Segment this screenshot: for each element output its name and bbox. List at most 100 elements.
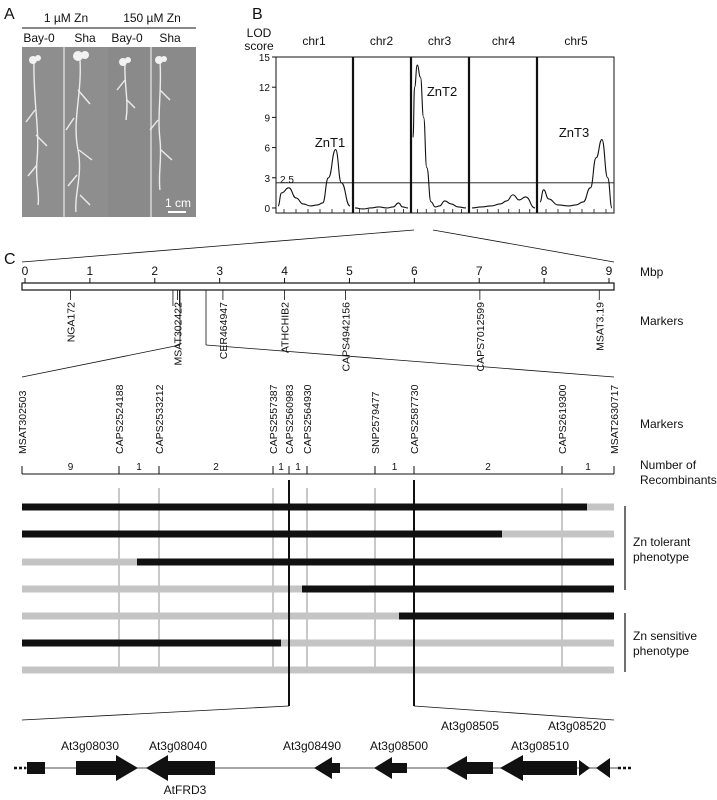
gene-arrow-right <box>579 760 590 776</box>
genotype-bars <box>22 488 614 674</box>
qtl-label-znt2: ZnT2 <box>427 84 457 99</box>
genotype-bar-segment <box>22 503 587 511</box>
mbp-unit-label: Mbp <box>640 265 664 279</box>
genotype-bar-segment <box>22 639 281 647</box>
fine-marker-label: CAPS2619300 <box>557 384 569 454</box>
recombinant-count: 1 <box>295 462 301 473</box>
genotype-label-1: Bay-0 <box>23 31 55 45</box>
genotype-bar-segment <box>502 530 614 538</box>
fine-marker-label: CAPS2557387 <box>268 384 280 454</box>
lod-curve-chr5 <box>539 138 613 209</box>
markers-label-2: Markers <box>640 417 683 431</box>
genotype-bar-segment <box>22 585 302 593</box>
sensitive-label-line2: phenotype <box>633 644 689 658</box>
gene-model <box>14 755 632 781</box>
chromosome-label: chr3 <box>428 34 452 48</box>
chromosome-label: chr2 <box>370 34 394 48</box>
sensitive-label-line1: Zn sensitive <box>633 629 697 643</box>
coarse-markers: NGA172 MSAT302422 CER464947 ATHCHIB2 CAPS494… <box>65 290 606 371</box>
coarse-marker-label: NGA172 <box>65 302 77 342</box>
fine-marker-label: CAPS2560983 <box>284 384 296 454</box>
lod-curve-chr3 <box>412 64 467 209</box>
chromosome-label: chr1 <box>302 34 326 48</box>
lod-curve-chr1 <box>277 149 351 207</box>
lod-plot-frame <box>275 56 615 214</box>
genotype-bar-segment <box>137 558 614 566</box>
mbp-tick-label: 9 <box>606 264 613 278</box>
recombinant-count: 1 <box>392 462 398 473</box>
y-tick-label: 0 <box>264 204 270 215</box>
seedling-roots <box>25 59 173 213</box>
genotype-label-3: Bay-0 <box>111 31 143 45</box>
genotype-label-2: Sha <box>74 31 96 45</box>
panel-b-letter: B <box>252 6 263 23</box>
chromosome-label: chr5 <box>564 34 588 48</box>
panel-a-letter: A <box>4 6 15 23</box>
coarse-marker-label: CAPS7012599 <box>475 302 487 372</box>
genotype-bar-segment <box>281 639 614 647</box>
mbp-tick-label: 0 <box>22 264 29 278</box>
gene-at3g08500 <box>374 757 407 779</box>
gene-at3g08520 <box>596 758 610 778</box>
mbp-tick-label: 5 <box>346 264 353 278</box>
gene-at3g08490 <box>314 757 340 779</box>
genotype-bar-segment <box>22 612 399 620</box>
gene-at3g08505 <box>446 756 493 780</box>
gene-label-at3g08505: At3g08505 <box>441 719 499 733</box>
scale-bar-label: 1 cm <box>165 196 191 210</box>
gene-label-at3g08030: At3g08030 <box>61 739 119 753</box>
mbp-scale-bar <box>21 282 615 291</box>
y-axis-title-line2: score <box>244 39 274 53</box>
mbp-tick-label: 3 <box>216 264 223 278</box>
mbp-tick-label: 6 <box>411 264 418 278</box>
gene-label-at3g08520: At3g08520 <box>548 719 606 733</box>
recombinant-count: 9 <box>68 462 74 473</box>
y-axis-title-line1: LOD <box>247 26 272 40</box>
header-1um-zn: 1 µM Zn <box>44 11 88 25</box>
y-tick-label: 12 <box>259 83 271 94</box>
gene-name-atfrd3: AtFRD3 <box>164 783 207 797</box>
coarse-marker-label: CAPS4942156 <box>341 302 353 372</box>
gene-at3g08040 <box>146 755 215 781</box>
genotype-bar <box>22 666 614 674</box>
seedling-leaves <box>29 51 167 66</box>
gene-label-at3g08500: At3g08500 <box>370 739 428 753</box>
mbp-tick-label: 7 <box>476 264 483 278</box>
y-tick-label: 15 <box>259 53 271 64</box>
genotype-bar-segment <box>399 612 614 620</box>
y-tick-label: 9 <box>264 113 270 124</box>
mbp-tick-label: 4 <box>281 264 288 278</box>
gene-block-left <box>27 762 45 774</box>
recombinant-count: 2 <box>485 462 491 473</box>
header-150um-zn: 150 µM Zn <box>123 11 181 25</box>
photo-1um-zn <box>22 47 108 217</box>
fine-marker-label: CAPS2587730 <box>409 384 421 454</box>
tolerant-label-line2: phenotype <box>633 550 689 564</box>
coarse-marker-label: MSAT3.19 <box>594 302 606 351</box>
fine-marker-label: CAPS2564930 <box>302 384 314 454</box>
fine-marker-label: MSAT2630717 <box>609 385 621 454</box>
panel-a: A 1 µM Zn 150 µM Zn Bay-0 Sha Bay-0 Sha <box>4 6 196 217</box>
genotype-bar-segment <box>302 585 614 593</box>
gene-at3g08030 <box>76 755 138 781</box>
y-tick-label: 3 <box>264 174 270 185</box>
recombinants-title-line1: Number of <box>640 458 697 472</box>
fine-marker-label: CAPS2533212 <box>154 384 166 454</box>
gene-label-at3g08040: At3g08040 <box>149 739 207 753</box>
coarse-marker-label: CER464947 <box>218 302 230 359</box>
mbp-tick-label: 8 <box>541 264 548 278</box>
coarse-marker-label: MSAT302422 <box>172 302 184 366</box>
chromosome-label: chr4 <box>492 34 516 48</box>
coarse-marker-label: ATHCHIB2 <box>280 302 292 353</box>
fine-marker-label: SNP2579477 <box>370 391 382 454</box>
recombinant-count: 1 <box>278 462 284 473</box>
gene-label-at3g08490: At3g08490 <box>283 739 341 753</box>
qtl-label-znt3: ZnT3 <box>559 125 589 140</box>
fine-marker-label: MSAT302503 <box>17 390 29 454</box>
